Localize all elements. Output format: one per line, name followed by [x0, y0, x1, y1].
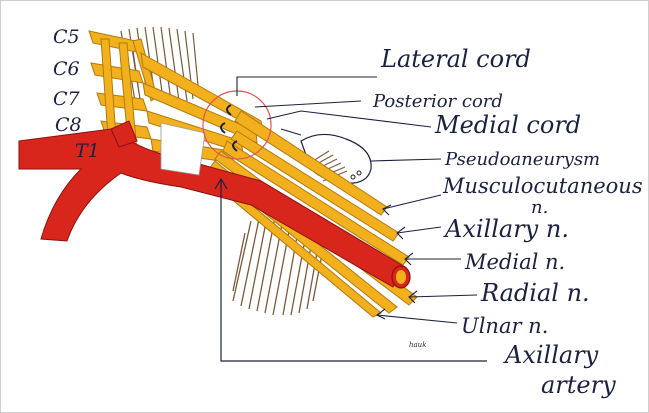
- label-median-nerve: Medial n.: [464, 250, 565, 274]
- label-ulnar-nerve: Ulnar n.: [461, 314, 548, 338]
- root-label-c5: C5: [53, 26, 80, 48]
- label-pseudoaneurysm: Pseudoaneurysm: [444, 149, 600, 170]
- root-label-c8: C8: [55, 114, 82, 136]
- label-musculocutaneous: Musculocutaneous: [442, 174, 643, 198]
- label-axillary-artery-line2: artery: [541, 371, 616, 399]
- label-axillary-nerve: Axillary n.: [443, 215, 569, 243]
- label-axillary-artery-line1: Axillary: [503, 341, 599, 369]
- root-label-c6: C6: [53, 58, 80, 80]
- small-dots-right: [357, 171, 361, 175]
- small-dots-left: [351, 175, 355, 179]
- root-label-c7: C7: [53, 88, 81, 110]
- artist-signature: hauk: [409, 341, 426, 349]
- root-label-t1: T1: [75, 140, 100, 162]
- label-medial-cord: Medial cord: [434, 111, 581, 139]
- label-lateral-cord: Lateral cord: [380, 45, 531, 73]
- label-posterior-cord: Posterior cord: [372, 91, 503, 112]
- label-radial-nerve: Radial n.: [480, 279, 590, 307]
